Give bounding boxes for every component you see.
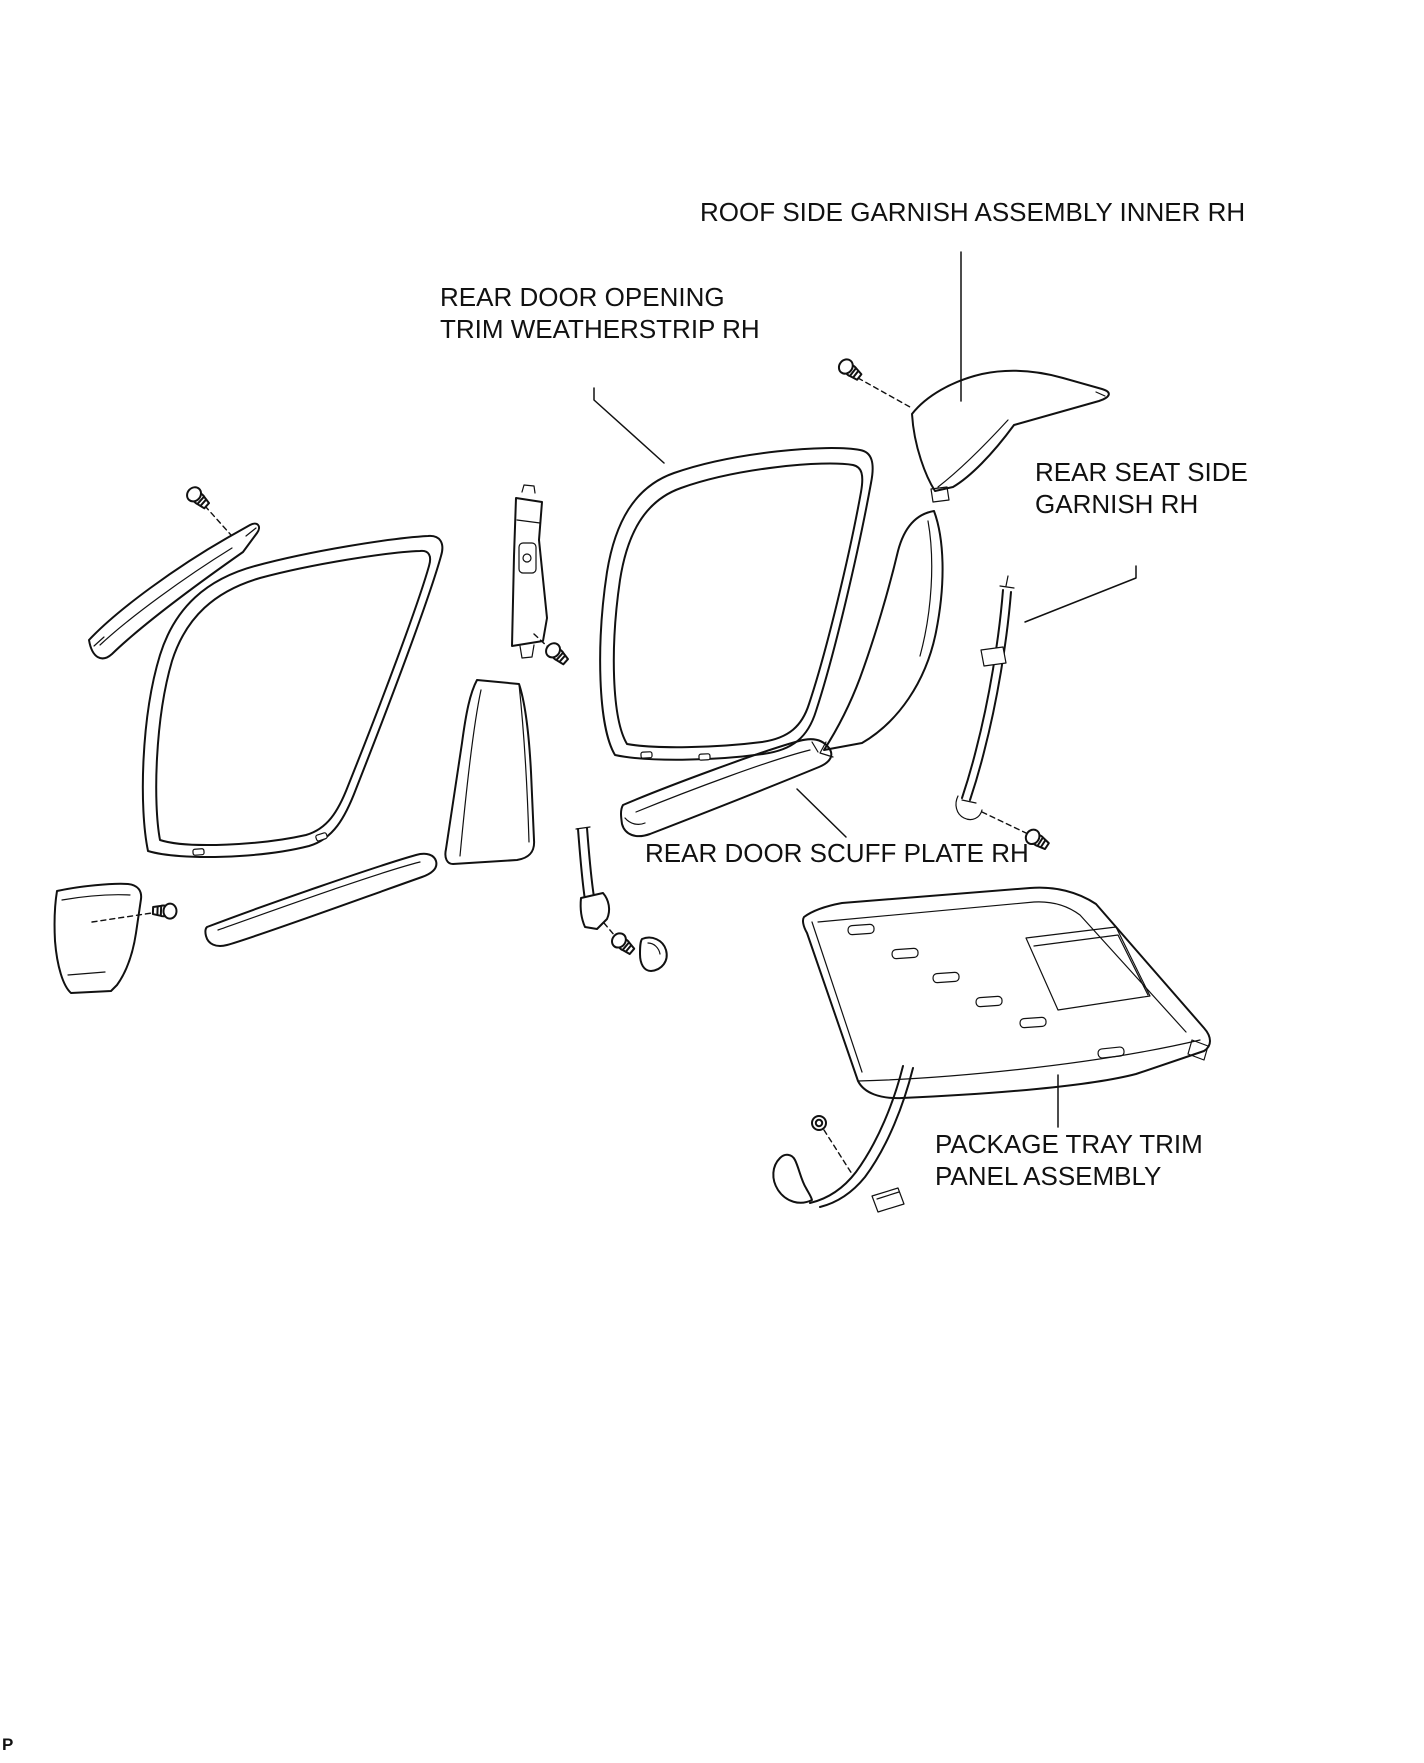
- cowl-side-trim: [53, 882, 143, 994]
- callout-package-tray: PACKAGE TRAY TRIM PANEL ASSEMBLY: [935, 1128, 1203, 1192]
- center-pillar-garnish-upper: [511, 484, 548, 659]
- front-seat-belt-anchor: [575, 826, 668, 972]
- rear-door-weatherstrip: [599, 447, 874, 761]
- callout-rear-door-scuff-plate: REAR DOOR SCUFF PLATE RH: [645, 837, 1029, 869]
- front-pillar-garnish: [88, 522, 260, 660]
- callout-roof-side-garnish: ROOF SIDE GARNISH ASSEMBLY INNER RH: [700, 196, 1245, 228]
- callout-rear-seat-side-garnish: REAR SEAT SIDE GARNISH RH: [1035, 456, 1248, 520]
- front-door-weatherstrip: [141, 534, 444, 858]
- page-corner-mark: P: [2, 1735, 14, 1754]
- rear-seat-belt-lower: [772, 1065, 914, 1213]
- screw-icon: [542, 639, 572, 669]
- roof-side-garnish-inner: [911, 369, 1110, 503]
- callout-line: TRIM WEATHERSTRIP RH: [440, 314, 760, 344]
- callout-line: REAR SEAT SIDE: [1035, 457, 1248, 487]
- rear-seat-belt-upper: [955, 575, 1015, 821]
- package-tray-trim-panel: [802, 886, 1211, 1100]
- callout-line: PACKAGE TRAY TRIM: [935, 1129, 1203, 1159]
- screw-icon: [183, 483, 213, 513]
- callout-leaders: [593, 251, 1137, 1128]
- callout-line: GARNISH RH: [1035, 489, 1199, 519]
- callout-line: PANEL ASSEMBLY: [935, 1161, 1162, 1191]
- front-door-scuff-plate: [204, 852, 438, 947]
- rear-seat-side-garnish: [819, 510, 944, 758]
- rear-door-scuff-plate: [620, 738, 833, 838]
- fastener-leader-lines: [91, 377, 1027, 1175]
- callout-line: REAR DOOR OPENING: [440, 282, 725, 312]
- callout-line: REAR DOOR SCUFF PLATE RH: [645, 838, 1029, 868]
- callout-line: ROOF SIDE GARNISH ASSEMBLY INNER RH: [700, 197, 1246, 227]
- screw-icon: [608, 929, 638, 959]
- center-pillar-garnish-lower: [444, 679, 536, 865]
- nut-icon: [811, 1115, 827, 1131]
- callout-rear-door-weatherstrip: REAR DOOR OPENING TRIM WEATHERSTRIP RH: [440, 281, 760, 345]
- screw-icon: [151, 902, 178, 920]
